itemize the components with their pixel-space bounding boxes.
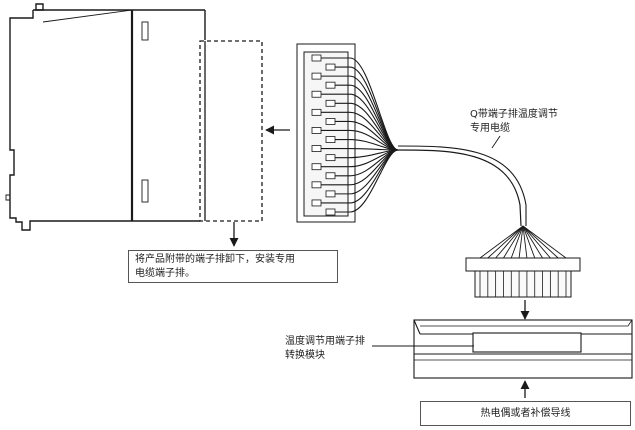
spread-wire (510, 225, 524, 259)
plug-pins (479, 271, 567, 297)
spread-wire (479, 225, 524, 259)
instruction-line2: 电缆端子排。 (135, 268, 195, 279)
cable-wires (321, 57, 399, 213)
module-label-line1: 温度调节用端子排 (285, 336, 365, 347)
terminal-screw (311, 181, 322, 189)
terminal-screw (311, 127, 322, 134)
terminal-screw (325, 154, 336, 162)
terminal-screw (311, 108, 322, 116)
module-label: 温度调节用端子排 转换模块 (285, 335, 365, 363)
terminal-screw (325, 136, 336, 143)
terminal-screw (325, 81, 336, 89)
instruction-note: 将产品附带的端子排卸下，安装专用 电缆端子排。 (128, 250, 338, 283)
terminal-screw (325, 208, 336, 216)
spread-wire (487, 225, 524, 259)
plc-unit (5, 3, 206, 231)
cable-label: Q带端子排温度调节 专用电缆 (470, 108, 558, 136)
wire-source-label: 热电偶或者补偿导线 (480, 408, 571, 419)
cable-label-line1: Q带端子排温度调节 (470, 109, 558, 120)
spread-wires (479, 225, 567, 259)
terminal-screw (311, 54, 322, 62)
cable-label-line2: 专用电缆 (470, 123, 510, 134)
instruction-line1: 将产品附带的端子排卸下，安装专用 (135, 254, 295, 265)
spread-wire (495, 225, 524, 259)
terminal-screws (311, 54, 336, 216)
original-terminal-block (199, 40, 263, 222)
cable-leader (491, 135, 501, 149)
spread-wire (518, 225, 524, 259)
spread-wire (522, 225, 528, 259)
terminal-screw (325, 63, 336, 71)
spread-wire (522, 225, 559, 259)
spread-wire (522, 225, 567, 259)
terminal-screw (311, 199, 322, 207)
terminal-screw (325, 118, 336, 125)
spread-wire (522, 225, 543, 259)
spread-wire (503, 225, 524, 259)
terminal-screw (325, 99, 336, 107)
terminal-screw (311, 163, 322, 171)
terminal-screw (311, 72, 322, 80)
spread-wire (522, 225, 536, 259)
terminal-screw (311, 90, 322, 98)
cable-bundle (397, 149, 522, 227)
terminal-screw (311, 145, 322, 152)
cable-connector-plug (465, 257, 581, 298)
spread-wire (522, 225, 551, 259)
wire-source-box: 热电偶或者补偿导线 (420, 401, 631, 426)
terminal-screw (325, 190, 336, 198)
terminal-screw (325, 172, 336, 180)
conversion-module (413, 319, 633, 379)
wire (335, 149, 399, 213)
module-label-line2: 转换模块 (285, 350, 325, 361)
